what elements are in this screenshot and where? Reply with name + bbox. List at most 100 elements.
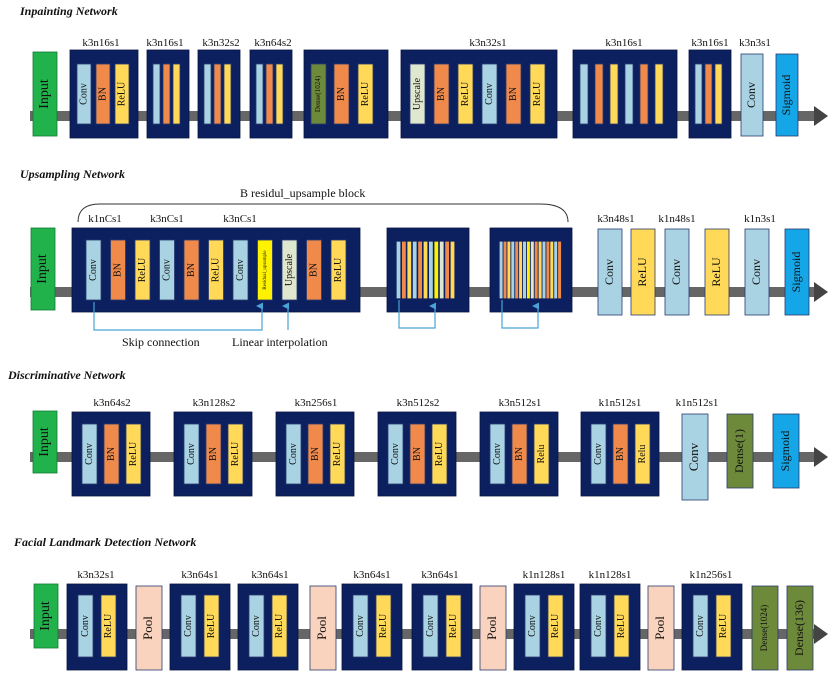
ups-b3-stripe (507, 241, 511, 299)
lmk-pool-1-pool-layer (309, 585, 337, 671)
dis-b1-conv-layer (183, 423, 200, 485)
inp-b6-2-relu-layer (457, 63, 474, 125)
inp-b8a-conv-layer (694, 63, 703, 125)
inp-b5-dense-layer (310, 63, 327, 125)
ups-tail-4-conv-label: Conv (749, 259, 763, 285)
lmk-b7-relu-layer (715, 594, 732, 658)
upsampling-block-label: k3nCs1 (223, 213, 257, 225)
ups-b3-stripe (554, 241, 558, 299)
dis-b2-conv-layer (285, 423, 302, 485)
lmk-b4-conv-label: Conv (425, 615, 436, 637)
dis-b5-relu-label: Relu (637, 445, 648, 464)
landmark-block-label: k3n64s1 (251, 569, 288, 581)
lmk-b0-conv-label: Conv (80, 615, 91, 637)
ups-b1-0-conv-layer (85, 239, 102, 301)
inp-final-conv-label: Conv (744, 82, 758, 108)
landmark-block-label: k1n128s1 (523, 569, 566, 581)
landmark-block-5 (411, 583, 473, 671)
inp-b7-1-bn-layer (594, 63, 604, 125)
dis-b0-conv-label: Conv (84, 443, 95, 465)
ups-tail-3-relu-layer (704, 228, 730, 316)
lmk-pool-2-pool-label: Pool (484, 616, 499, 640)
linear-interpolation-label: Linear interpolation (232, 335, 328, 349)
discriminative-input-label: Input (37, 427, 52, 457)
landmark-block-1 (66, 583, 128, 671)
dis-b4-conv-layer (489, 423, 506, 485)
ups-b3-stripe (503, 241, 507, 299)
dis-b4-relu-label: Relu (536, 445, 547, 464)
lmk-b6-relu-label: ReLU (616, 613, 627, 638)
dis-b4-bn-layer (511, 423, 528, 485)
dis-b3-bn-layer (409, 423, 426, 485)
dis-b2-relu-label: ReLU (332, 441, 343, 466)
landmark-block-3 (237, 583, 299, 671)
ups-tail-0-conv-label: Conv (602, 259, 616, 285)
discriminative-block-label: k3n64s2 (93, 397, 130, 409)
lmk-b7-conv-layer (692, 594, 709, 658)
dis-b5-bn-layer (612, 423, 629, 485)
inp-b5-bn-layer (333, 63, 350, 125)
landmark-block-8 (681, 583, 743, 671)
dis-b0-relu-layer (125, 423, 142, 485)
dis-b4-conv-label: Conv (492, 443, 503, 465)
discriminative-arrowhead (814, 447, 828, 467)
ups-b3-stripe (519, 241, 523, 299)
lmk-b0-relu-label: ReLU (103, 613, 114, 638)
ups-b1-1-bn-label: BN (112, 263, 123, 277)
upsampling-block-label: k1nCs1 (88, 213, 122, 225)
lmk-b0-relu-layer (100, 594, 117, 658)
ups-b1-4-bn-label: BN (186, 263, 197, 277)
upsampling-input-label: Input (35, 254, 50, 284)
inp-b1-conv-layer (76, 63, 92, 125)
lmk-pool-0-pool-layer (135, 585, 163, 671)
inp-b6-4-bn-label: BN (508, 87, 519, 101)
landmark-input-label: Input (38, 601, 53, 631)
dis-final-sigmoid-layer (772, 413, 800, 489)
lmk-final-1-dense-label: Dense(1024) (759, 605, 769, 652)
lmk-b2-relu-label: ReLU (274, 613, 285, 638)
ups-b3-stripe (534, 241, 538, 299)
upsampling-block-label: k1n48s1 (658, 213, 695, 225)
inp-b1-bn-layer (95, 63, 111, 125)
ups-b3-stripe (511, 241, 515, 299)
ups-b3-stripe (499, 241, 503, 299)
inp-b6-5-relu-label: ReLU (532, 81, 543, 106)
ups-tail-2-conv-label: Conv (669, 259, 683, 285)
dis-b5-bn-label: BN (615, 447, 626, 461)
dis-b1-conv-label: Conv (186, 443, 197, 465)
ups-b1-4-bn-layer (183, 239, 200, 301)
landmark-block-label: k3n32s1 (77, 569, 114, 581)
lmk-pool-3-pool-label: Pool (652, 616, 667, 640)
lmk-pool-1-pool-label: Pool (314, 616, 329, 640)
lmk-b7-conv-label: Conv (695, 615, 706, 637)
lmk-b2-relu-layer (271, 594, 288, 658)
lmk-b2-conv-layer (248, 594, 265, 658)
upsampling-input (30, 227, 56, 311)
inpainting-block-label: k3n64s2 (254, 37, 291, 49)
inp-b6-3-conv-layer (481, 63, 498, 125)
lmk-pool-2-pool-layer (479, 585, 507, 671)
upsampling-block-label: k3n48s1 (597, 213, 634, 225)
upsampling-block-label: k3nCs1 (150, 213, 184, 225)
ups-b1-9-bn-label: BN (308, 263, 319, 277)
inp-b4a-conv-layer (255, 63, 264, 125)
inp-b6-4-bn-layer (505, 63, 522, 125)
ups-b1-7-resupsample-layer (257, 239, 273, 301)
ups-b2-stripe (407, 241, 412, 299)
lmk-b4-relu-layer (445, 594, 462, 658)
ups-tail-1-relu-label: ReLU (635, 257, 649, 287)
inpainting-title: Inpainting Network (19, 4, 118, 18)
landmark-block-2 (169, 583, 231, 671)
ups-b1-5-relu-label: ReLU (210, 257, 221, 282)
ups-b3-stripe (530, 241, 534, 299)
discriminative-block-label: k1n512s1 (599, 397, 642, 409)
ups-b1-2-relu-label: ReLU (137, 257, 148, 282)
ups-b1-8-upscale-layer (281, 239, 298, 301)
dis-final-dense-layer (726, 413, 754, 489)
inp-b5-bn-label: BN (336, 87, 347, 101)
lmk-b1-conv-layer (180, 594, 197, 658)
ups-b1-10-relu-label: ReLU (333, 257, 344, 282)
dis-b1-bn-layer (205, 423, 222, 485)
